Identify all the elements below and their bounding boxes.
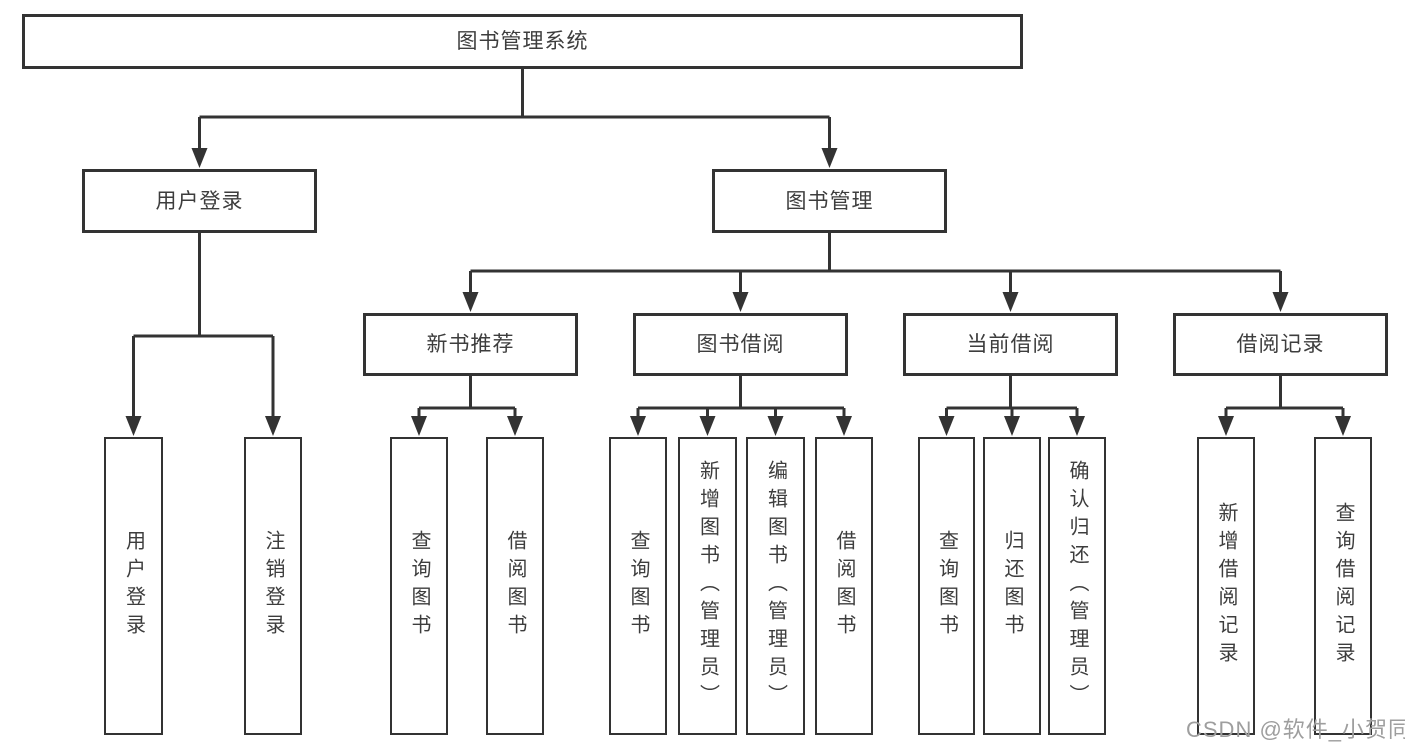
node-label: 新增借阅记录 [1215, 502, 1237, 670]
node-label: 编辑图书（管理员） [764, 460, 787, 712]
connector-book-management [469, 233, 1282, 296]
arrowhead [938, 416, 955, 436]
node-label: 确认归还（管理员） [1066, 460, 1088, 712]
node-label: 新增图书（管理员） [696, 460, 719, 712]
leaf-edit-books-admin: 编辑图书（管理员） [746, 437, 805, 735]
connector-user-login [132, 233, 275, 419]
arrowhead [411, 416, 427, 436]
node-label: 用户登录 [122, 530, 145, 642]
node-current-borrow: 当前借阅 [903, 313, 1118, 376]
arrowhead [125, 416, 142, 436]
node-label: 图书管理系统 [456, 30, 589, 53]
leaf-query-borrow-record: 查询借阅记录 [1314, 437, 1372, 735]
leaf-return-books: 归还图书 [983, 437, 1041, 735]
leaf-borrow-books-recommend: 借阅图书 [486, 437, 544, 735]
leaf-query-books-current: 查询图书 [918, 437, 975, 735]
node-library-system-root: 图书管理系统 [22, 14, 1023, 69]
node-label: 查询图书 [935, 530, 958, 642]
node-label: 查询图书 [627, 530, 649, 642]
arrowhead [1335, 416, 1351, 436]
arrowhead [507, 416, 523, 436]
node-label: 新书推荐 [426, 333, 515, 356]
connector-borrow-records [1224, 376, 1345, 420]
node-label: 借阅图书 [504, 530, 526, 642]
leaf-user-login: 用户登录 [104, 437, 163, 735]
node-label: 查询借阅记录 [1332, 502, 1354, 670]
node-book-management: 图书管理 [712, 169, 947, 233]
csdn-watermark: CSDN @软件_小贺同学 [1186, 717, 1405, 742]
connector-current-borrow [945, 376, 1079, 420]
node-new-book-recommend: 新书推荐 [363, 313, 578, 376]
leaf-borrow-books: 借阅图书 [815, 437, 873, 735]
leaf-logout: 注销登录 [244, 437, 302, 735]
arrowhead [1069, 416, 1085, 436]
leaf-query-books-recommend: 查询图书 [390, 437, 448, 735]
node-label: 归还图书 [1001, 530, 1023, 642]
leaf-add-borrow-record: 新增借阅记录 [1197, 437, 1255, 735]
arrowhead [265, 416, 281, 436]
node-label: 借阅图书 [833, 530, 855, 642]
arrowhead [1002, 292, 1019, 312]
node-borrow-records: 借阅记录 [1173, 313, 1388, 376]
node-label: 查询图书 [408, 530, 430, 642]
connector-root [198, 69, 831, 152]
arrowhead [836, 416, 852, 436]
arrowhead [767, 416, 784, 436]
node-label: 图书借阅 [696, 333, 785, 356]
connector-new-book [417, 376, 517, 420]
node-label: 图书管理 [785, 189, 874, 213]
arrowhead [630, 416, 646, 436]
arrowhead [1004, 416, 1020, 436]
arrowhead [462, 292, 479, 312]
leaf-query-books-borrow: 查询图书 [609, 437, 667, 735]
leaf-confirm-return-admin: 确认归还（管理员） [1048, 437, 1106, 735]
node-label: 借阅记录 [1236, 333, 1325, 356]
arrowhead [821, 148, 838, 168]
arrowhead [191, 148, 208, 168]
node-label: 用户登录 [155, 189, 244, 213]
node-book-borrow: 图书借阅 [633, 313, 848, 376]
arrowhead [699, 416, 716, 436]
leaf-add-books-admin: 新增图书（管理员） [678, 437, 737, 735]
connector-book-borrow [636, 376, 846, 420]
node-label: 注销登录 [262, 530, 284, 642]
node-label: 当前借阅 [966, 333, 1055, 356]
arrowhead [1218, 416, 1234, 436]
arrowhead [1272, 292, 1289, 312]
arrowhead [732, 292, 749, 312]
node-user-login: 用户登录 [82, 169, 317, 233]
